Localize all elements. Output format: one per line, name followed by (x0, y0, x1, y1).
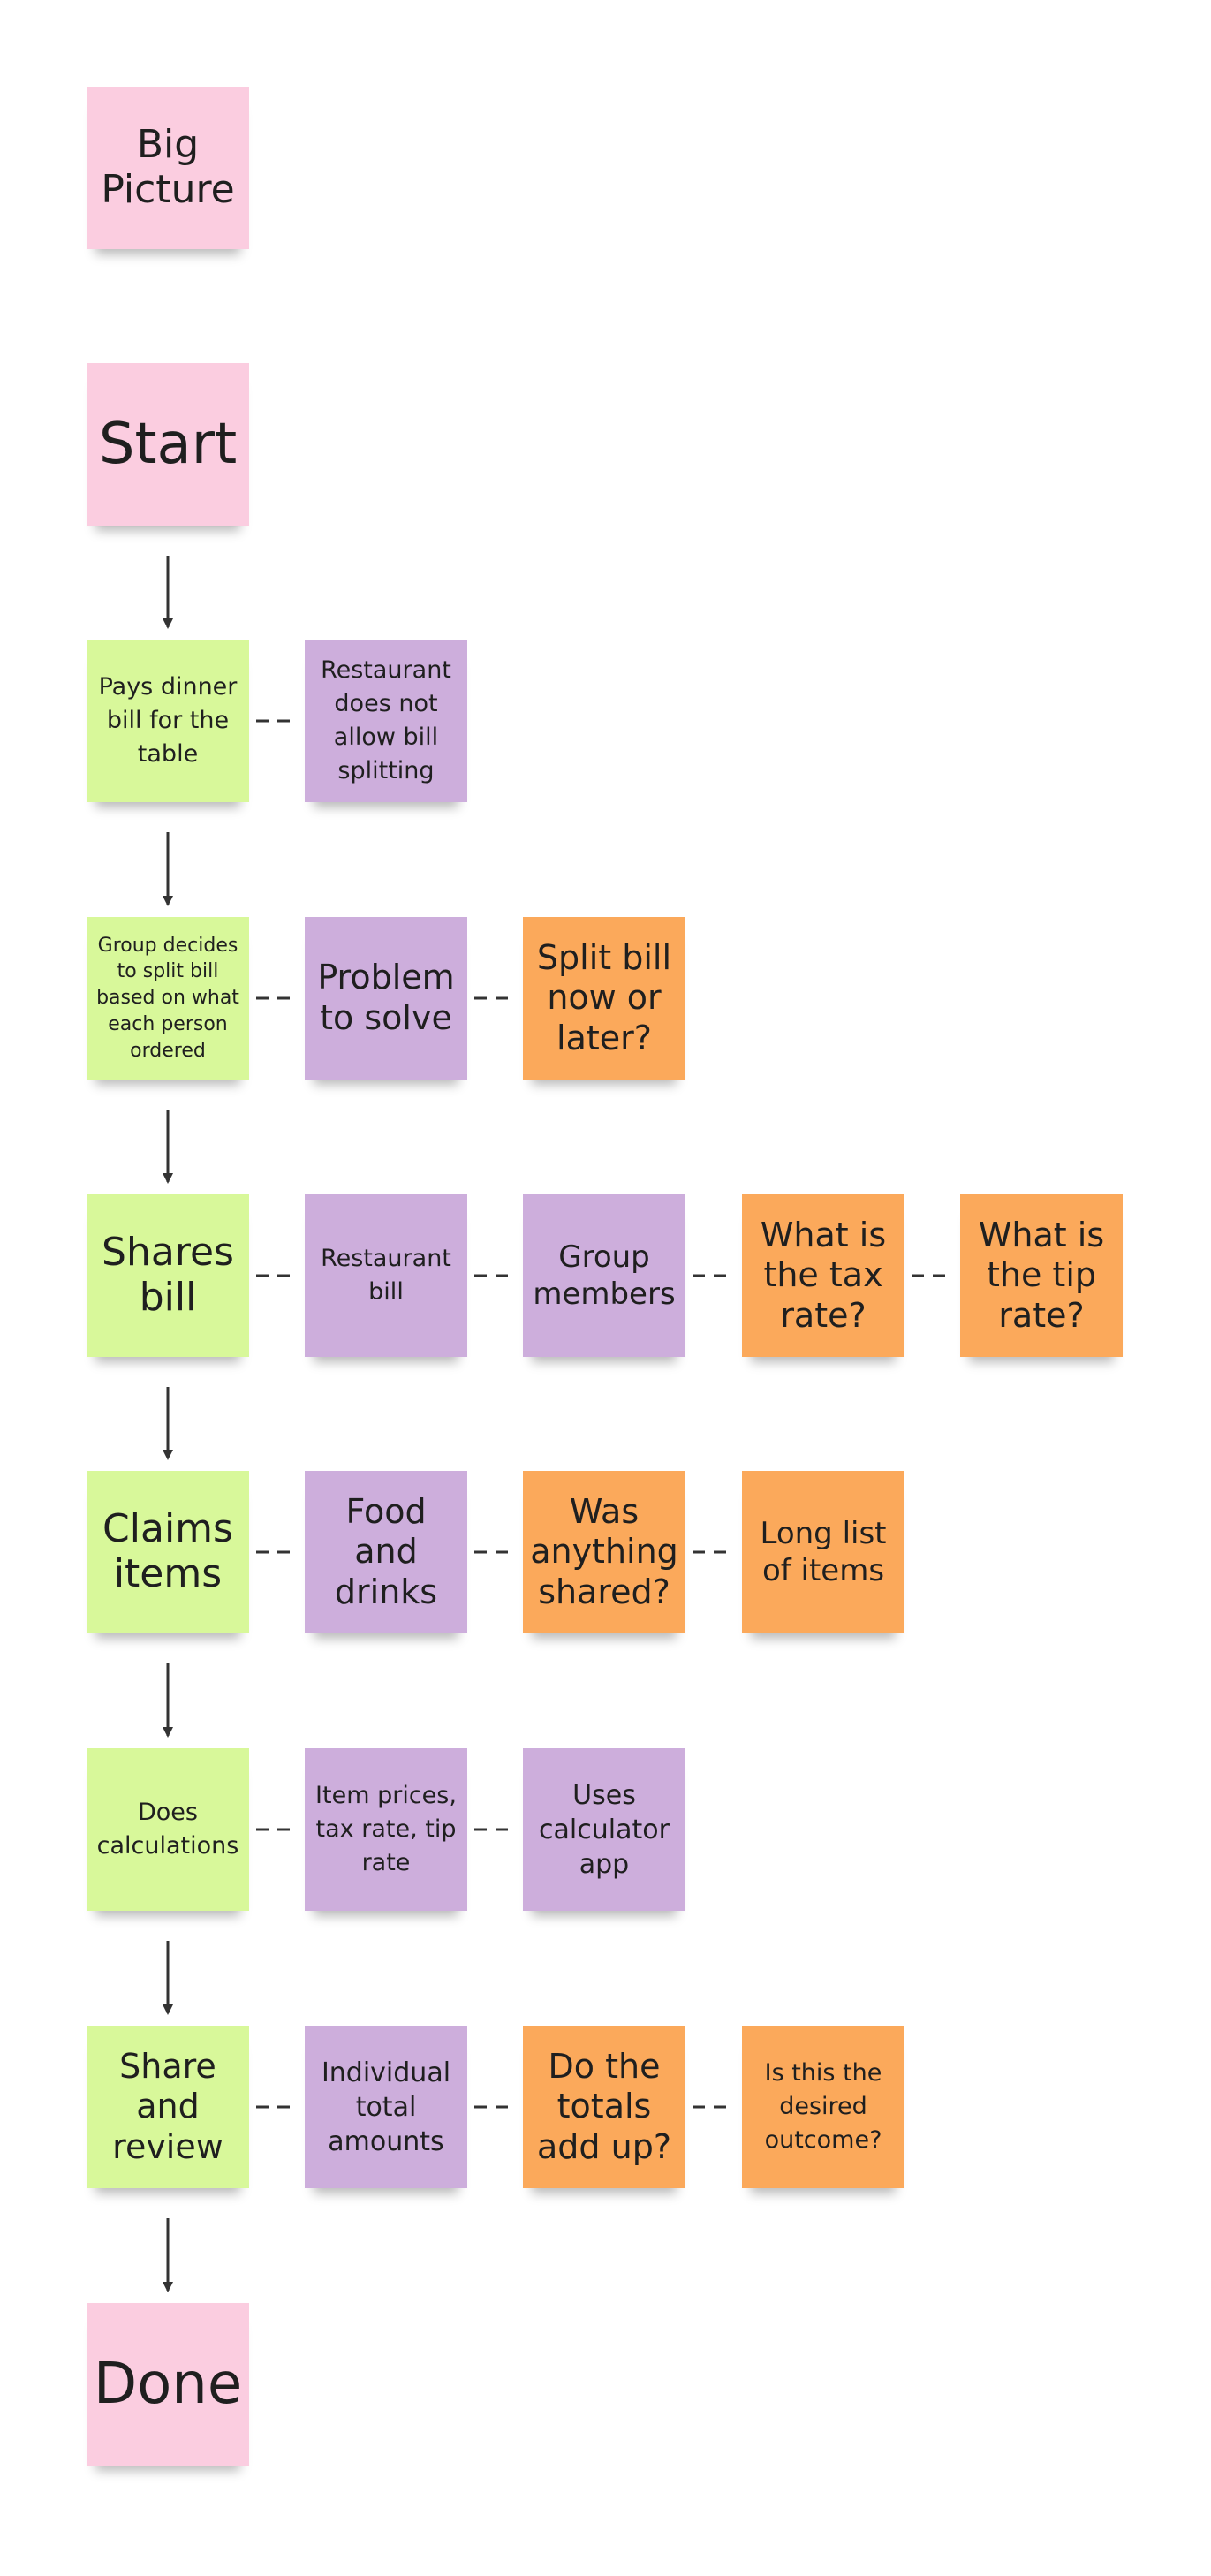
note-anything-shared: Was anything shared? (523, 1471, 685, 1633)
note-tax-rate-question: What is the tax rate? (742, 1194, 904, 1357)
note-problem-to-solve: Problem to solve (305, 917, 467, 1080)
note-claims-items: Claims items (87, 1471, 249, 1633)
note-group-decides: Group decides to split bill based on wha… (87, 917, 249, 1080)
note-food-and-drinks: Food and drinks (305, 1471, 467, 1633)
note-uses-calculator-app: Uses calculator app (523, 1748, 685, 1911)
note-tip-rate-question: What is the tip rate? (960, 1194, 1123, 1357)
note-share-and-review: Share and review (87, 2026, 249, 2188)
note-long-list-of-items: Long list of items (742, 1471, 904, 1633)
note-start: Start (87, 363, 249, 526)
note-totals-add-up: Do the totals add up? (523, 2026, 685, 2188)
note-split-bill-now-or-later: Split bill now or later? (523, 917, 685, 1080)
note-item-prices: Item prices, tax rate, tip rate (305, 1748, 467, 1911)
note-pays-dinner: Pays dinner bill for the table (87, 640, 249, 802)
note-individual-total-amounts: Individual total amounts (305, 2026, 467, 2188)
note-group-members: Group members (523, 1194, 685, 1357)
note-does-calculations: Does calculations (87, 1748, 249, 1911)
note-restaurant-no-splitting: Restaurant does not allow bill splitting (305, 640, 467, 802)
note-shares-bill: Shares bill (87, 1194, 249, 1357)
note-desired-outcome: Is this the desired outcome? (742, 2026, 904, 2188)
note-done: Done (87, 2303, 249, 2466)
note-restaurant-bill: Restaurant bill (305, 1194, 467, 1357)
note-big-picture: Big Picture (87, 87, 249, 249)
